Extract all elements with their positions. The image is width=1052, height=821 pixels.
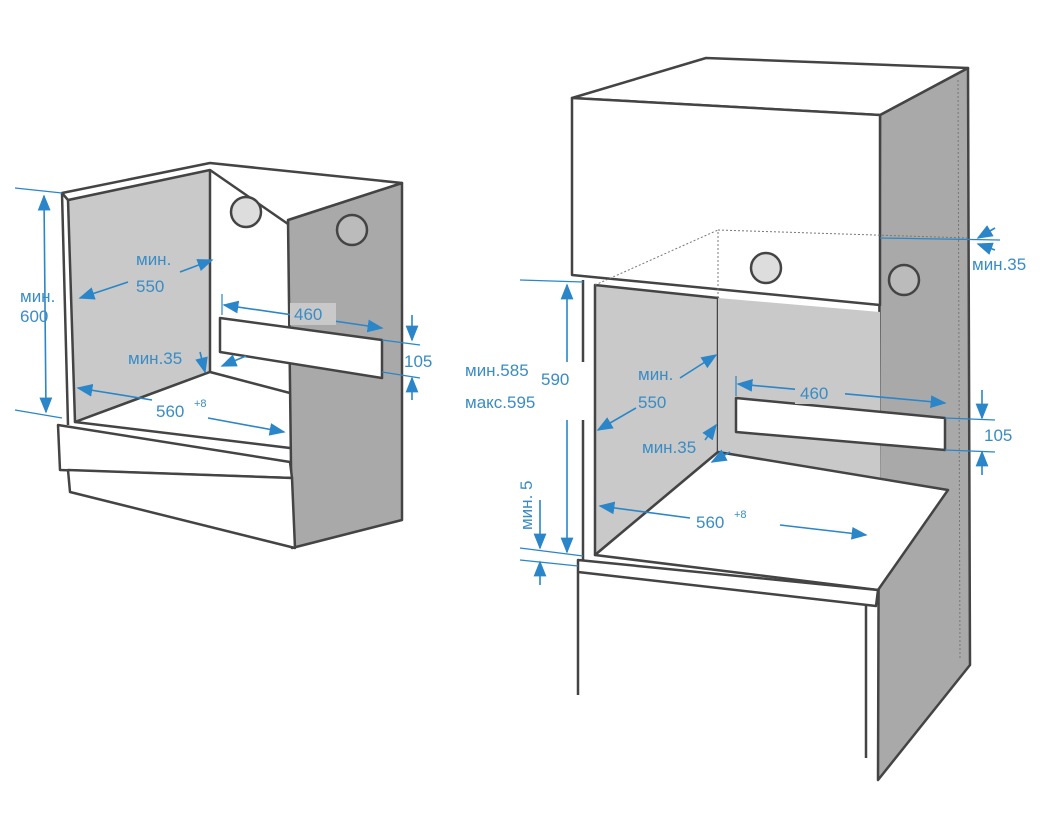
width-tolerance: +8 (734, 509, 747, 521)
lower-cabinet-top (576, 558, 880, 608)
depth-value: 550 (638, 393, 666, 412)
width-label: 560 (696, 513, 724, 532)
socket-icon (229, 195, 263, 229)
socket-icon (335, 213, 369, 247)
vent-width: 460 (294, 305, 322, 324)
width-tolerance: +8 (194, 398, 207, 410)
top-edge (60, 161, 404, 226)
depth-label: мин. (638, 365, 673, 384)
height-label: мин. (20, 287, 55, 306)
upper-cabinet-front (570, 96, 882, 307)
niche-nominal: 590 (541, 370, 569, 389)
plinth (66, 468, 297, 550)
left-dimensions: мин. 600 мин. 550 460 105 мин.35 560 +8 (14, 187, 432, 436)
width-label: 560 (156, 402, 184, 421)
top-gap-label: мин.35 (972, 255, 1026, 274)
gap-label: мин.35 (128, 349, 182, 368)
vent-width: 460 (800, 384, 828, 403)
vent-opening (218, 316, 384, 380)
vent-height: 105 (404, 352, 432, 371)
bottom-gap-label: мин. 5 (517, 481, 536, 530)
depth-label: мин. (136, 250, 171, 269)
niche-floor (593, 450, 950, 592)
gap-label: мин.35 (642, 438, 696, 457)
right-cabinet (570, 56, 972, 782)
socket-icon (749, 251, 783, 285)
left-cabinet (56, 161, 404, 550)
socket-icon (887, 263, 921, 297)
niche-max: макс.595 (465, 393, 535, 412)
depth-value: 550 (136, 277, 164, 296)
niche-min: мин.585 (465, 361, 529, 380)
right-dimensions: мин.35 мин.585 590 макс.595 мин. 5 мин. … (465, 225, 1026, 585)
vent-height: 105 (984, 426, 1012, 445)
height-value: 600 (20, 307, 48, 326)
